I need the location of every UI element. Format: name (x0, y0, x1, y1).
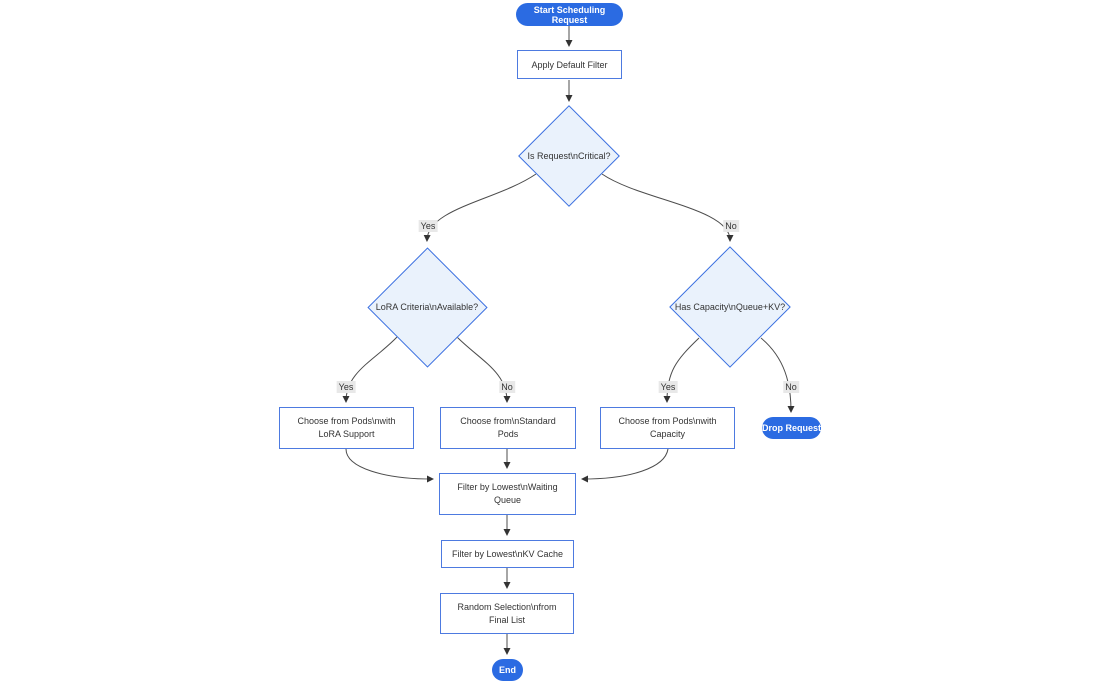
node-start-label: Start Scheduling Request (533, 4, 606, 25)
node-choose-lora: Choose from Pods\nwith LoRA Support (279, 407, 414, 449)
node-choose-standard: Choose from\nStandard Pods (440, 407, 576, 449)
node-apply-filter: Apply Default Filter (517, 50, 622, 79)
node-choose-standard-line1: Choose from\nStandard (460, 416, 556, 426)
node-choose-capacity: Choose from Pods\nwith Capacity (600, 407, 735, 449)
node-is-critical-label: Is Request\nCritical? (527, 151, 611, 161)
node-lora-criteria-label: LoRA Criteria\nAvailable? (375, 302, 479, 312)
edge-label-critical-no: No (723, 220, 739, 232)
node-choose-lora-line2: LoRA Support (318, 429, 375, 439)
edge-label-lora-yes: Yes (336, 381, 356, 393)
node-random-selection-line2: Final List (488, 614, 525, 625)
edge-capacity-yes-to-choose-capacity (663, 337, 700, 403)
node-random-selection-line1: Random Selection\nfrom (457, 601, 557, 612)
node-choose-lora-line1: Choose from Pods\nwith (297, 416, 396, 426)
edge-label-capacity-yes: Yes (658, 381, 678, 393)
edge-critical-no-to-capacity (601, 173, 734, 242)
node-filter-queue: Filter by Lowest\nWaiting Queue (439, 473, 576, 515)
edge-capacity-no-to-drop (760, 337, 795, 413)
node-filter-queue-line2: Queue (493, 495, 522, 505)
node-drop-request-label: Drop Request (762, 423, 822, 433)
edge-critical-yes-to-lora (423, 173, 537, 242)
node-choose-capacity-line2: Capacity (649, 429, 685, 439)
node-choose-standard-line2: Pods (497, 429, 519, 439)
edge-choose-lora-to-filter-queue (345, 448, 434, 483)
node-apply-filter-label: Apply Default Filter (531, 59, 608, 70)
node-start: Start Scheduling Request (516, 3, 623, 26)
node-filter-kv-label: Filter by Lowest\nKV Cache (451, 549, 564, 559)
node-has-capacity-label: Has Capacity\nQueue+KV? (674, 302, 786, 312)
node-filter-kv: Filter by Lowest\nKV Cache (441, 540, 574, 568)
node-random-selection: Random Selection\nfrom Final List (440, 593, 574, 634)
node-end-label: End (499, 665, 516, 675)
node-filter-queue-line1: Filter by Lowest\nWaiting (457, 482, 558, 492)
edge-label-critical-yes: Yes (418, 220, 438, 232)
node-drop-request: Drop Request (762, 417, 821, 439)
edge-label-capacity-no: No (783, 381, 799, 393)
edge-choose-capacity-to-filter-queue (581, 448, 669, 483)
node-choose-capacity-line1: Choose from Pods\nwith (618, 416, 717, 426)
edge-label-lora-no: No (499, 381, 515, 393)
node-end: End (492, 659, 523, 681)
